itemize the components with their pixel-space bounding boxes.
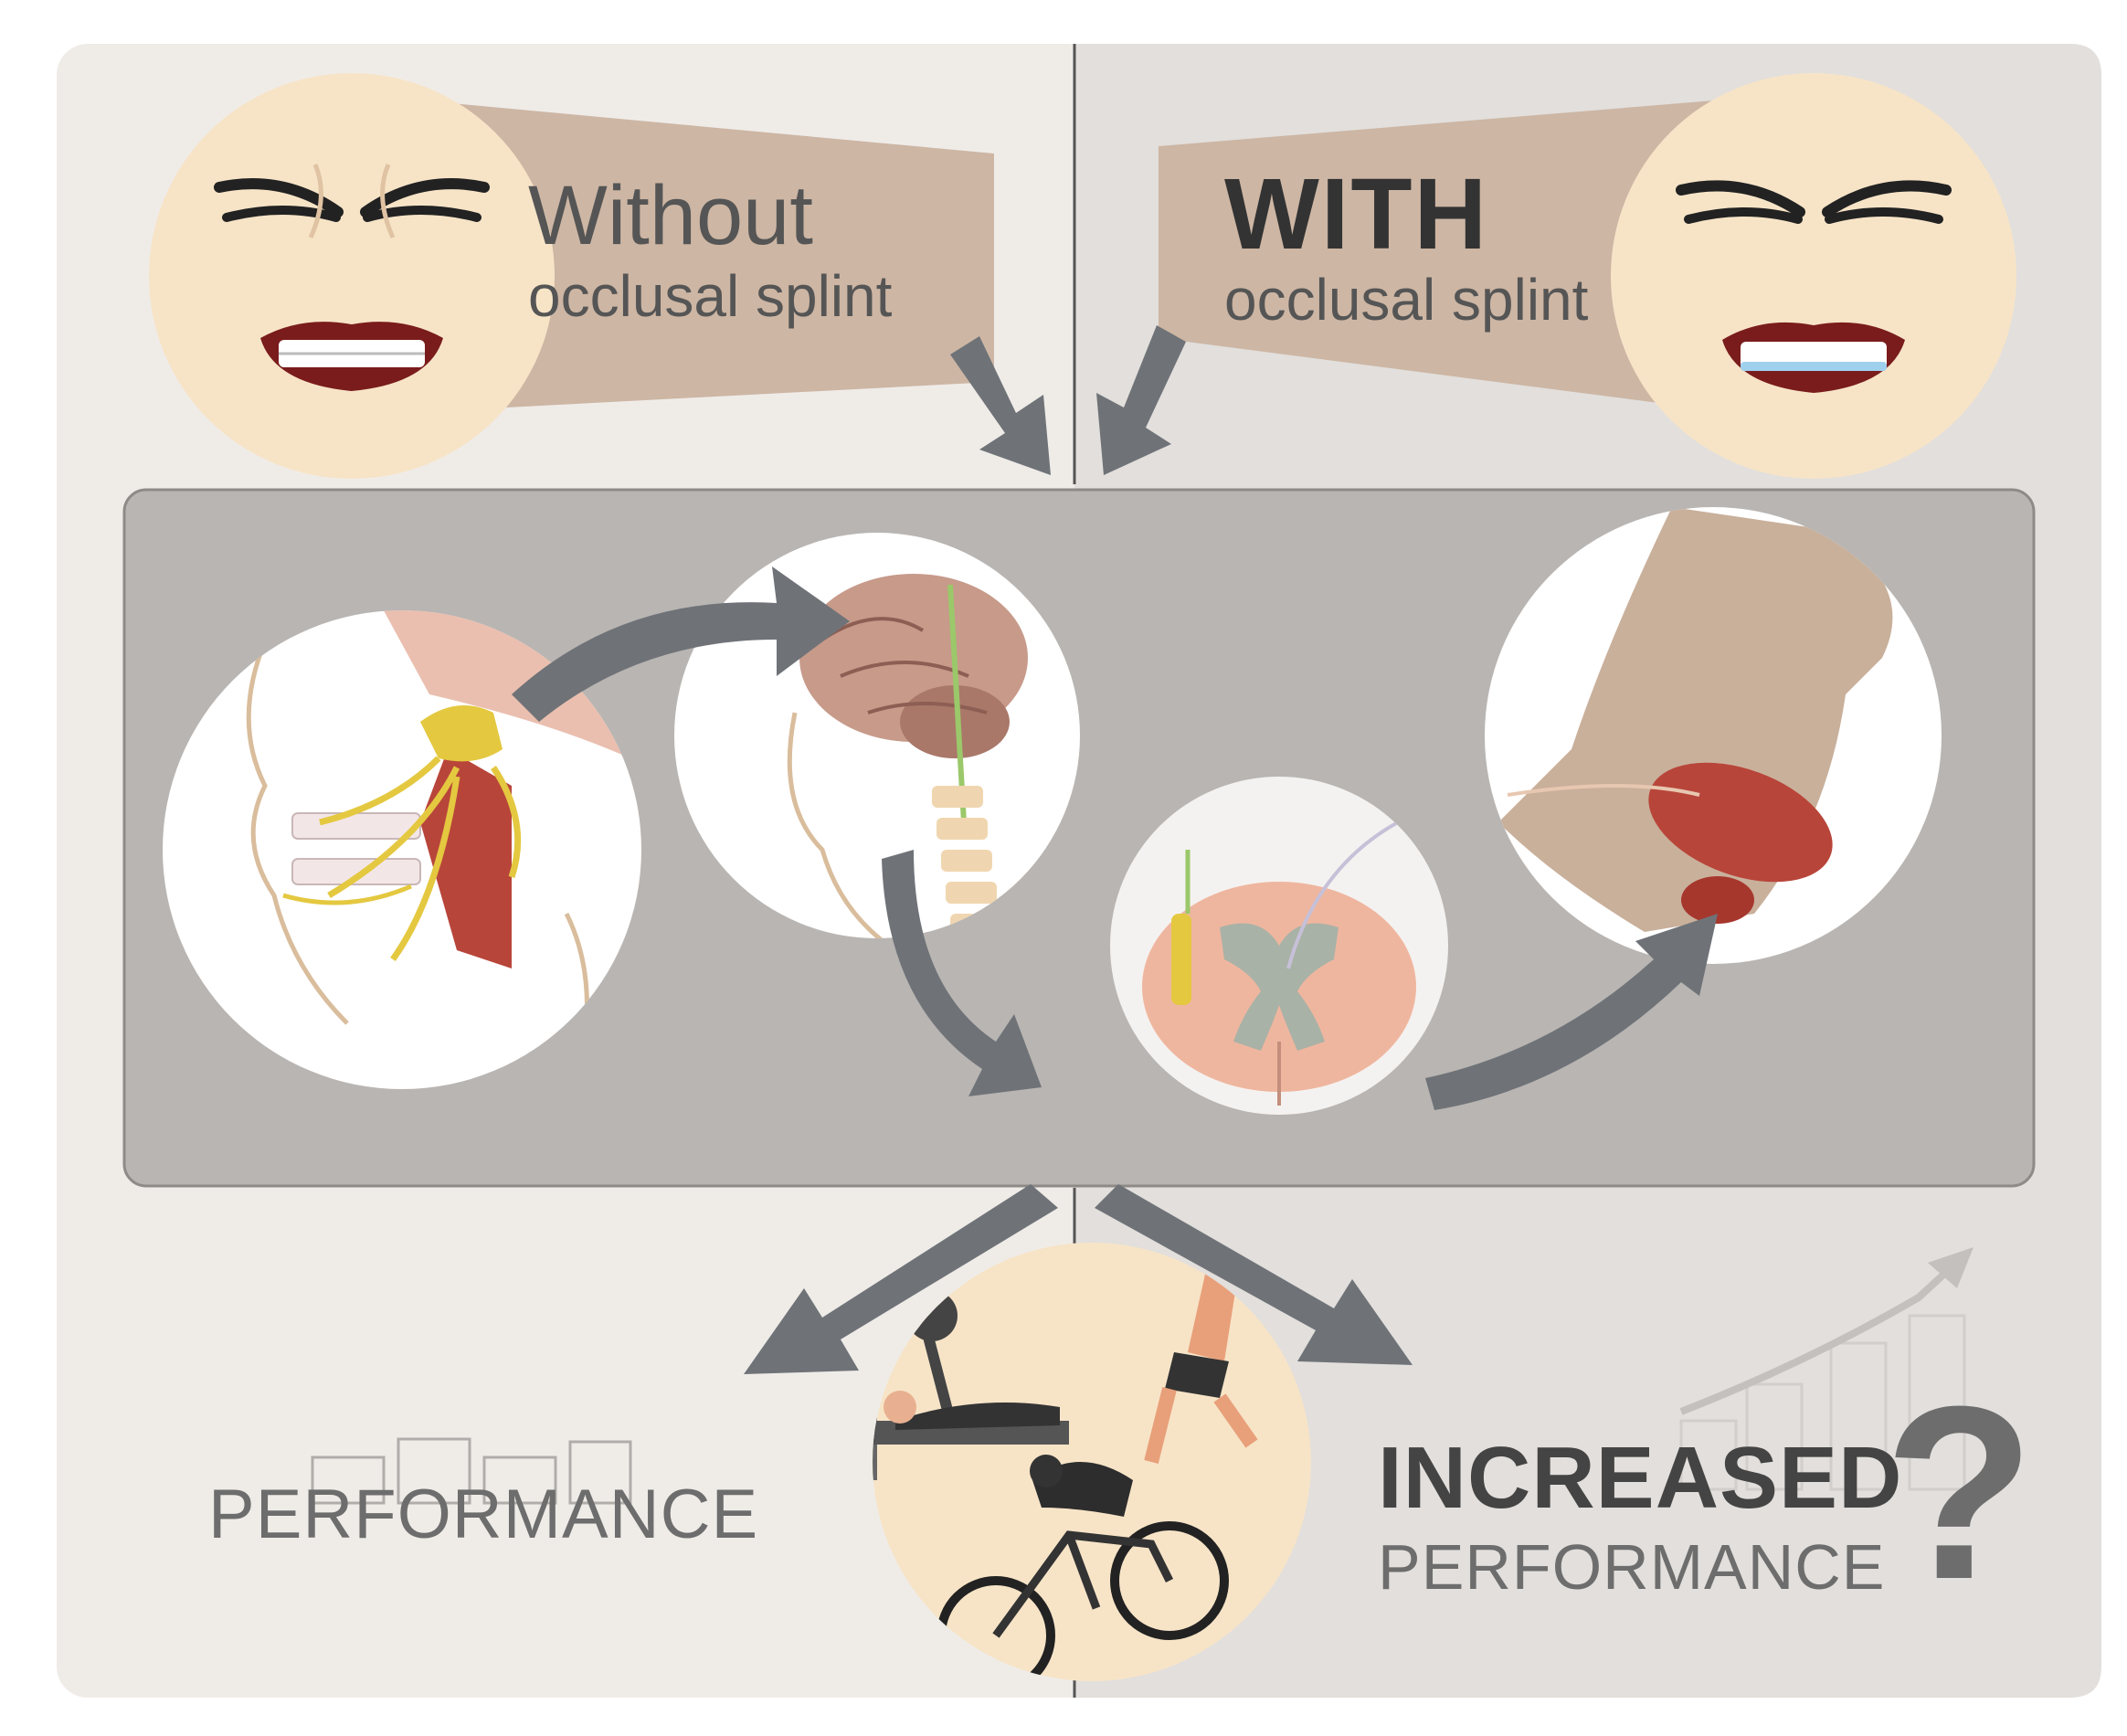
- increased-performance-label: PERFORMANCE: [1378, 1531, 1886, 1603]
- without-title: Without: [528, 169, 813, 262]
- process-arrows: [512, 566, 1718, 1110]
- bar-outline-icon: [311, 1437, 632, 1505]
- with-banner: [1159, 99, 1736, 413]
- athletes-illustration: [873, 1243, 1311, 1681]
- without-subtitle: occlusal splint: [528, 263, 893, 329]
- grimace-face-without-splint-icon: [149, 73, 555, 479]
- without-banner: [402, 99, 994, 413]
- leg-muscle-illustration: [1485, 507, 1942, 964]
- growth-bar-chart-icon: [1679, 1247, 1974, 1491]
- spinal-cord-cross-section: [1110, 777, 1448, 1115]
- question-mark: ?: [1884, 1356, 2035, 1631]
- with-title: WITH: [1224, 158, 1489, 270]
- top-arrows: [950, 325, 1186, 475]
- bottom-arrows: [744, 1184, 1413, 1374]
- performance-label: PERFORMANCE: [208, 1476, 759, 1553]
- increased-label: INCREASED: [1378, 1429, 1903, 1527]
- grimace-face-with-splint-icon: [1611, 73, 2016, 479]
- with-subtitle: occlusal splint: [1224, 267, 1589, 333]
